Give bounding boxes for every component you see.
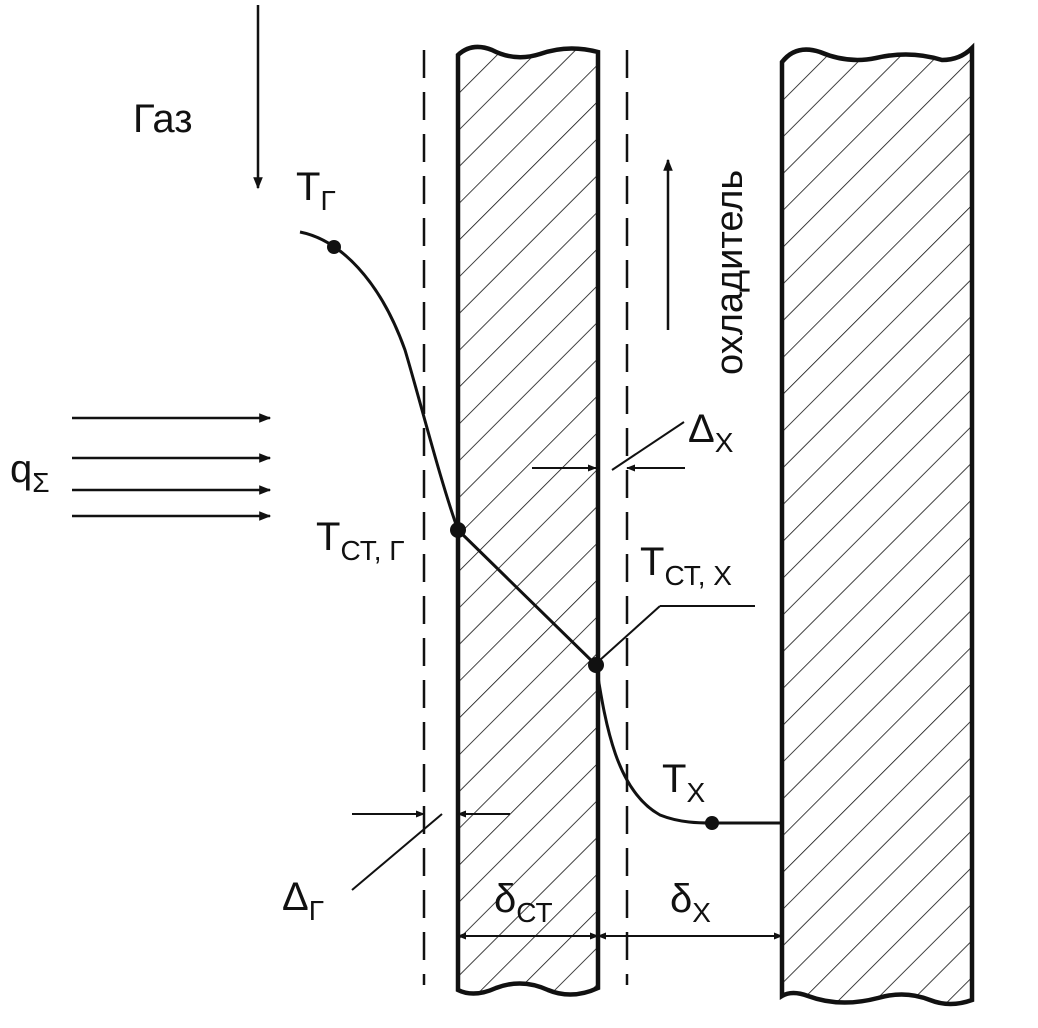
- temperature-profile-curve: [299, 230, 782, 825]
- heat-flux-label: qΣ: [10, 447, 50, 498]
- outer-wall: [779, 42, 975, 1007]
- t-wall-cool-leader: [599, 605, 661, 661]
- t-cool-label: TХ: [662, 757, 705, 808]
- delta-cool-label: ΔХ: [688, 407, 734, 458]
- heat-flux-arrows: [72, 413, 272, 521]
- t-wall-cool-label: TСТ, Х: [640, 540, 732, 591]
- point-t-wall-cool: [588, 657, 604, 673]
- point-t-cool: [705, 816, 719, 830]
- t-wall-gas-label: TСТ, Г: [316, 515, 404, 566]
- delta-wall-label: δСТ: [494, 877, 553, 928]
- t-gas-label: TГ: [296, 165, 336, 216]
- delta-gas-leader: [351, 813, 443, 891]
- point-t-wall-gas: [450, 522, 466, 538]
- delta-cool-leader: [611, 421, 685, 471]
- point-t-gas: [327, 240, 341, 254]
- gas-label: Газ: [133, 97, 193, 141]
- inner-wall: [455, 44, 601, 997]
- delta-channel-label: δХ: [670, 877, 711, 928]
- coolant-label: охладитель: [709, 170, 751, 375]
- delta-gas-label: ΔГ: [282, 875, 324, 926]
